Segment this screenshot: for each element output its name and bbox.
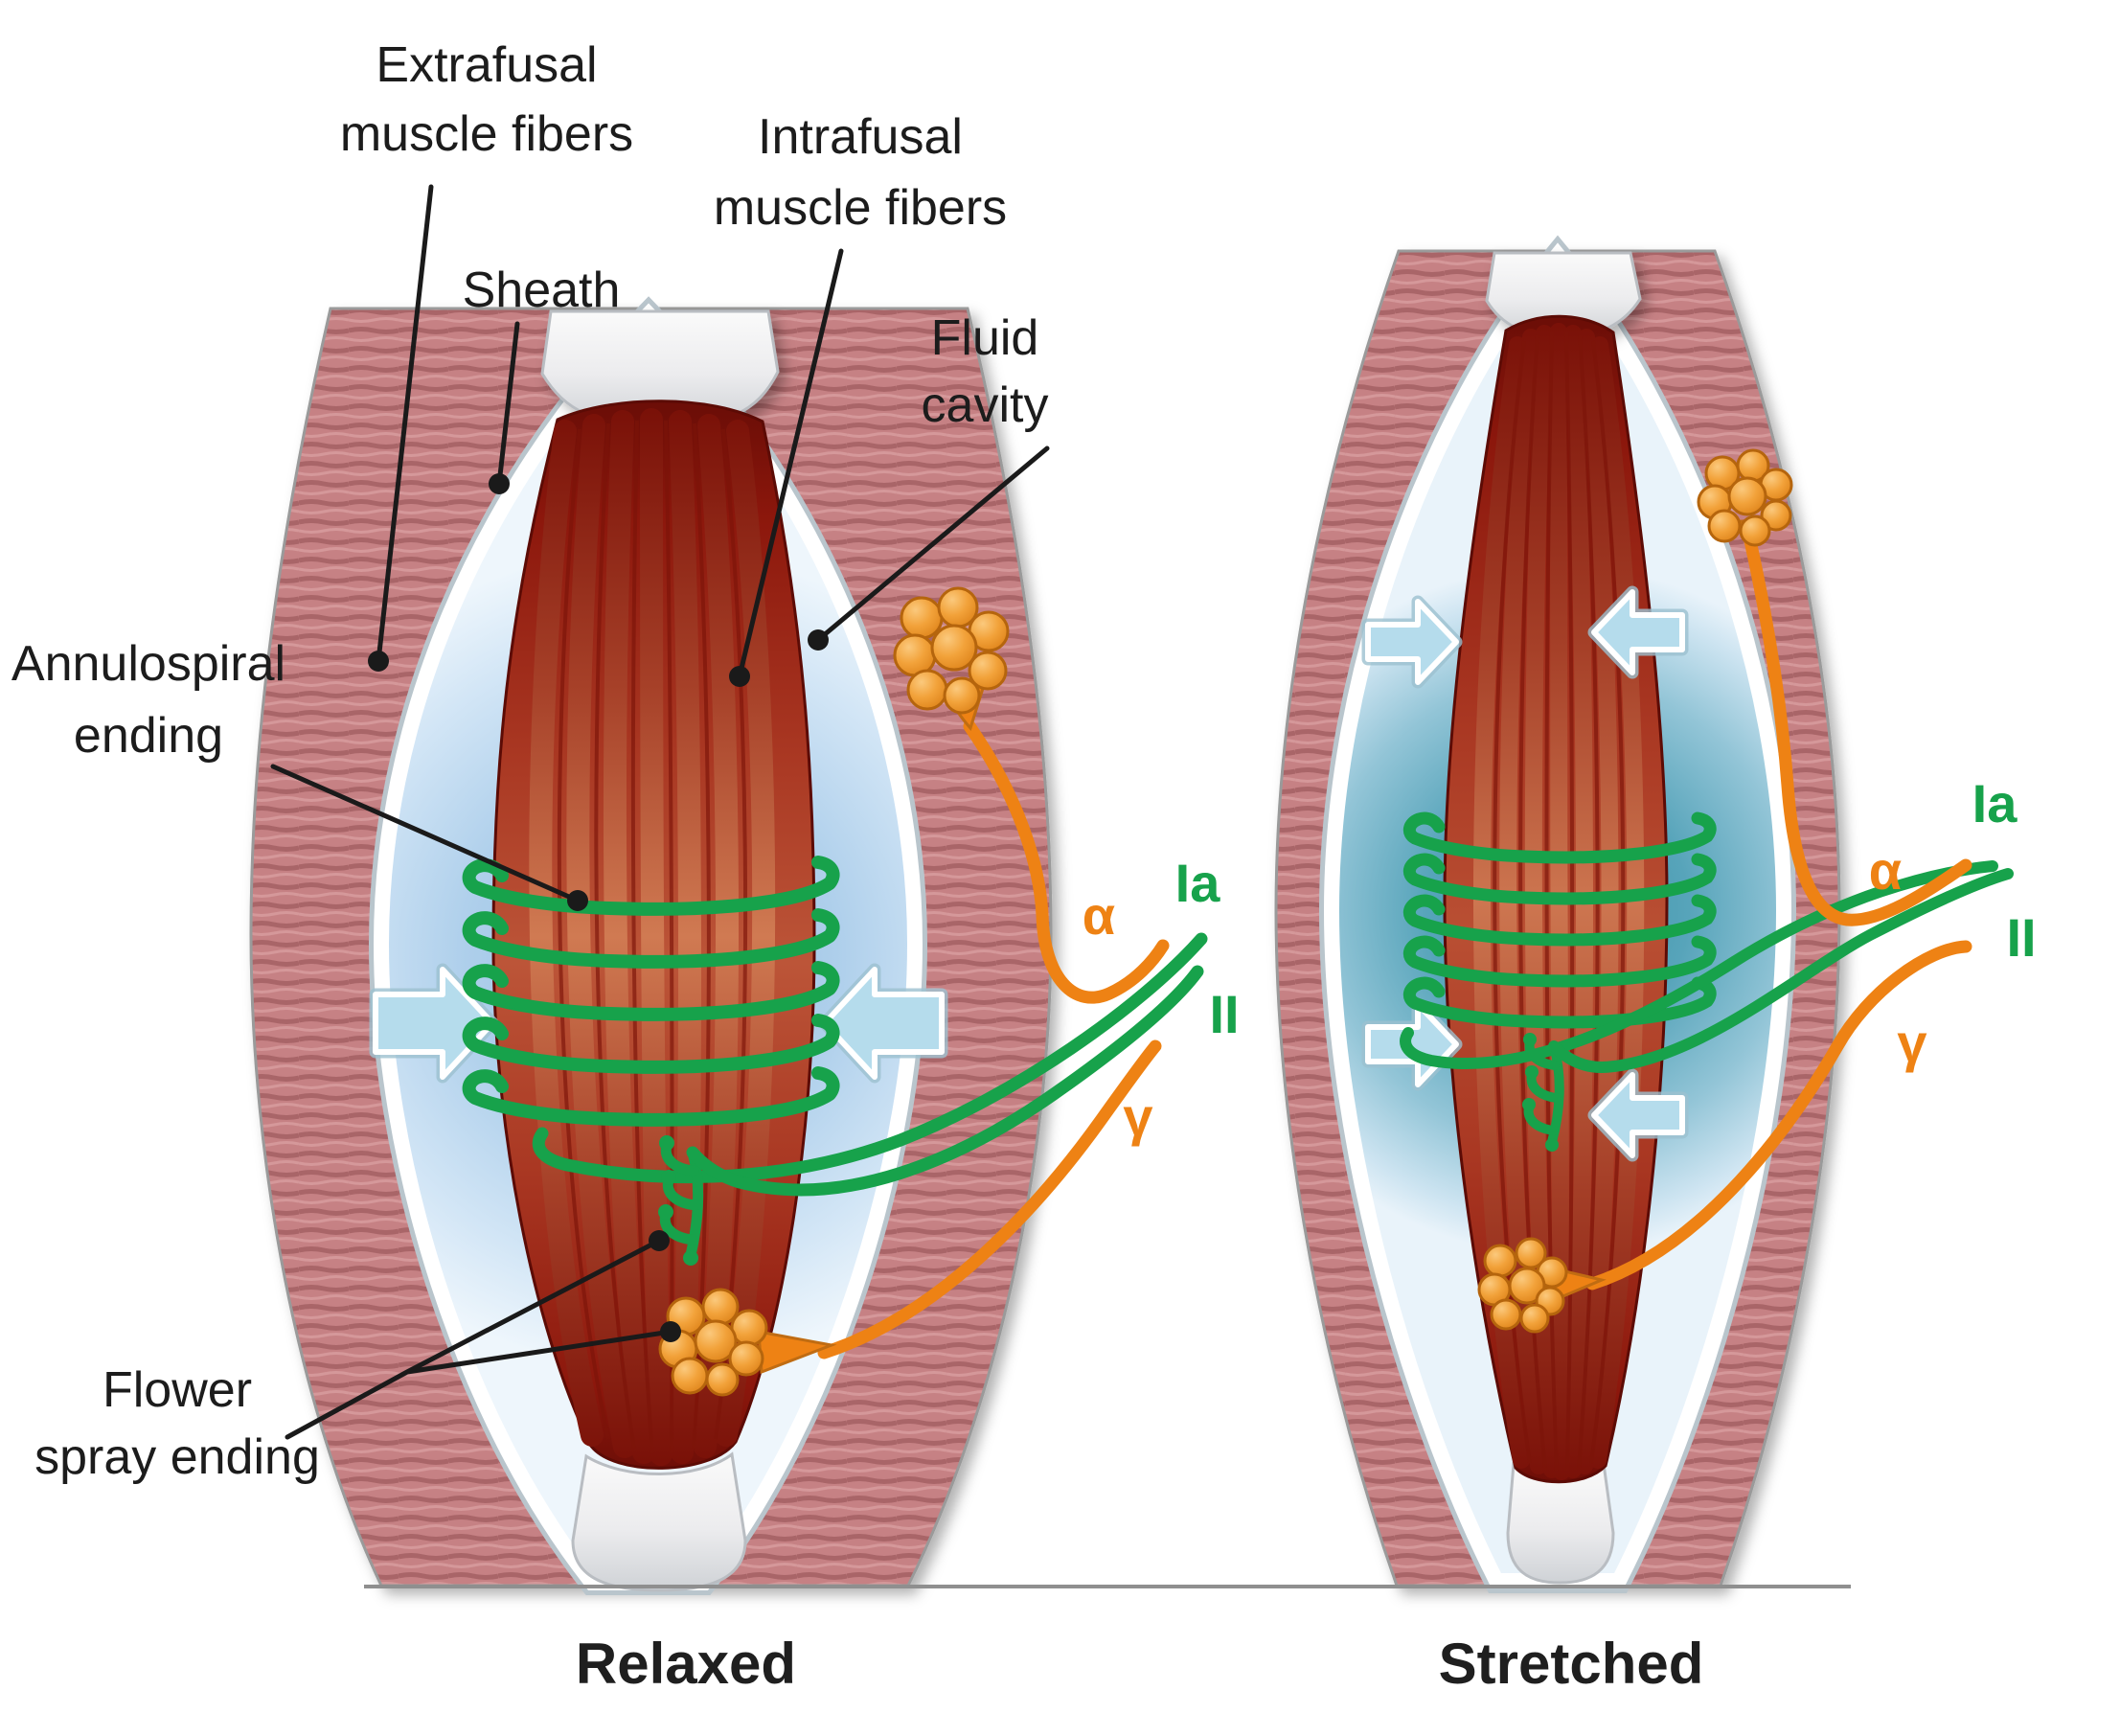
gamma-fiber-right	[1585, 940, 1972, 1291]
ia-fiber-right	[1400, 860, 1998, 1069]
leader-intrafusal	[737, 248, 844, 679]
right-spindle-stretched	[1274, 235, 2014, 1593]
label-extrafusal-line1: Extrafusal	[376, 37, 597, 93]
gamma-fiber-left	[817, 1039, 1162, 1359]
leader-dot-fluid-cavity	[808, 629, 829, 651]
label-flower-spray-line1: Flower	[103, 1362, 252, 1418]
label-ia-left: Ia	[1175, 853, 1221, 913]
leader-dot-flower-spray-cluster	[660, 1321, 681, 1342]
alpha-ending-cluster-left	[893, 586, 1010, 731]
gamma-ending-cluster-right	[1477, 1237, 1607, 1334]
alpha-fiber-right	[1743, 530, 1972, 926]
caption-relaxed: Relaxed	[576, 1632, 796, 1696]
leader-lines	[270, 184, 1050, 1440]
label-extrafusal-line2: muscle fibers	[340, 106, 633, 162]
leader-dot-flower-spray-comb	[649, 1230, 670, 1251]
compression-arrow-lower-right-stretched	[1587, 1068, 1689, 1162]
capsule-cap-bottom-left	[571, 1451, 747, 1592]
label-ii-left: II	[1209, 984, 1239, 1044]
text-labels: Extrafusal muscle fibers Sheath Intrafus…	[11, 37, 2037, 1696]
ia-fiber-left	[532, 932, 1208, 1184]
ii-fiber-left	[686, 965, 1204, 1197]
label-gamma-right: γ	[1897, 1013, 1926, 1073]
leader-dot-intrafusal	[729, 666, 750, 687]
label-intrafusal-line1: Intrafusal	[758, 109, 963, 165]
alpha-fiber-left	[963, 720, 1170, 1004]
flower-spray-ending-right	[1522, 1033, 1564, 1152]
label-alpha-right: α	[1869, 840, 1902, 901]
gamma-ending-cluster-left	[658, 1288, 837, 1397]
caption-stretched: Stretched	[1439, 1632, 1704, 1696]
compression-arrow-upper-right-stretched	[1587, 585, 1689, 679]
leader-dot-extrafusal	[368, 651, 389, 672]
leader-extrafusal	[376, 184, 434, 664]
label-sheath: Sheath	[463, 263, 621, 318]
label-annulospiral-line1: Annulospiral	[11, 636, 285, 692]
leader-dot-sheath	[489, 473, 510, 494]
leader-dot-annulospiral	[567, 890, 588, 911]
label-gamma-left: γ	[1123, 1086, 1152, 1147]
leader-annulospiral	[270, 764, 581, 903]
compression-arrow-left-relaxed	[369, 963, 499, 1084]
ii-fiber-right	[1548, 868, 2014, 1073]
leader-sheath	[496, 321, 520, 487]
label-ia-right: Ia	[1972, 773, 2018, 834]
alpha-ending-cluster-right	[1697, 448, 1793, 547]
leader-fluid-cavity	[815, 445, 1050, 643]
left-spindle-relaxed	[249, 296, 1208, 1595]
label-fluid-cavity-line2: cavity	[922, 377, 1049, 433]
compression-arrow-upper-left-stretched	[1361, 595, 1463, 689]
compression-arrow-right-relaxed	[818, 963, 948, 1084]
leader-flower-spray	[285, 1238, 673, 1440]
label-intrafusal-line2: muscle fibers	[714, 180, 1007, 236]
label-fluid-cavity-line1: Fluid	[931, 310, 1039, 366]
label-annulospiral-line2: ending	[74, 708, 223, 764]
label-alpha-left: α	[1083, 885, 1115, 946]
label-flower-spray-line2: spray ending	[34, 1429, 320, 1485]
label-ii-right: II	[2006, 907, 2036, 968]
